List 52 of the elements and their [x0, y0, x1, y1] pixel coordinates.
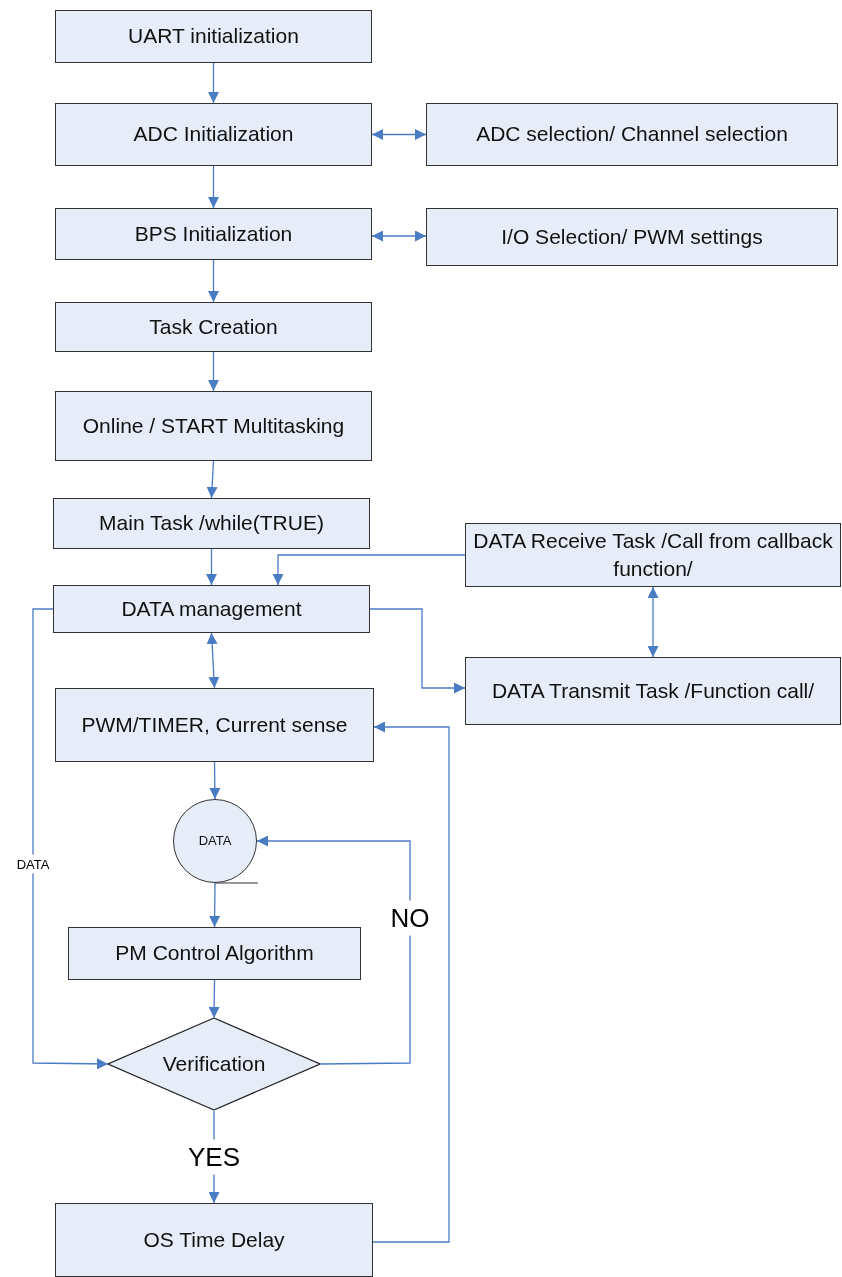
node-label: DATA management: [121, 595, 302, 622]
edge-label: DATA: [16, 854, 50, 874]
arrow: [208, 259, 219, 303]
arrow: [208, 979, 220, 1019]
arrow: [208, 351, 219, 392]
node-label: ADC selection/ Channel selection: [476, 121, 788, 148]
arrow: [272, 554, 466, 586]
process-box: [55, 103, 372, 166]
arrow: [208, 165, 219, 209]
node-label: BPS Initialization: [134, 220, 293, 247]
arrow: [208, 62, 219, 104]
node-label: I/O Selection/ PWM settings: [501, 223, 763, 250]
arrow: [371, 230, 427, 242]
edge-label: YES: [188, 1139, 240, 1175]
arrow: [206, 460, 218, 499]
process-box: [55, 208, 372, 260]
node-label: PM Control Algorithm: [115, 940, 314, 967]
process-box: [55, 688, 374, 762]
arrow: [206, 632, 220, 689]
arrow: [209, 761, 221, 800]
process-box: [465, 657, 841, 725]
process-box: [53, 498, 370, 549]
node-label: DATA Transmit Task /Function call/: [491, 677, 815, 704]
arrow: [372, 721, 450, 1243]
node-label: Task Creation: [149, 313, 278, 340]
process-box: [55, 10, 372, 63]
arrow: [209, 882, 221, 928]
decision-diamond: [108, 1018, 320, 1110]
node-label: PWM/TIMER, Current sense: [81, 711, 348, 738]
arrow: [371, 129, 427, 140]
process-box: [53, 585, 370, 633]
process-box: [426, 103, 838, 166]
process-box: [55, 391, 372, 461]
arrow: [369, 608, 466, 694]
process-box: [68, 927, 361, 980]
node-label: Main Task /while(TRUE): [99, 510, 324, 537]
node-label: Verification: [162, 1050, 266, 1077]
arrow: [206, 548, 217, 586]
process-box: [55, 302, 372, 352]
arrow: [647, 586, 659, 658]
node-label: UART initialization: [128, 23, 299, 50]
process-box: [426, 208, 838, 266]
process-box: [55, 1203, 373, 1277]
node-label: DATA: [198, 832, 232, 850]
node-label: Online / START Multitasking: [82, 412, 345, 439]
node-label: DATA Receive Task /Call from callback function/: [472, 527, 834, 582]
arrow: [256, 835, 411, 1065]
node-label: ADC Initialization: [133, 121, 294, 148]
arrow: [32, 608, 109, 1070]
edge-label: NO: [390, 900, 430, 936]
process-box: [465, 523, 841, 587]
node-label: OS Time Delay: [143, 1226, 285, 1253]
